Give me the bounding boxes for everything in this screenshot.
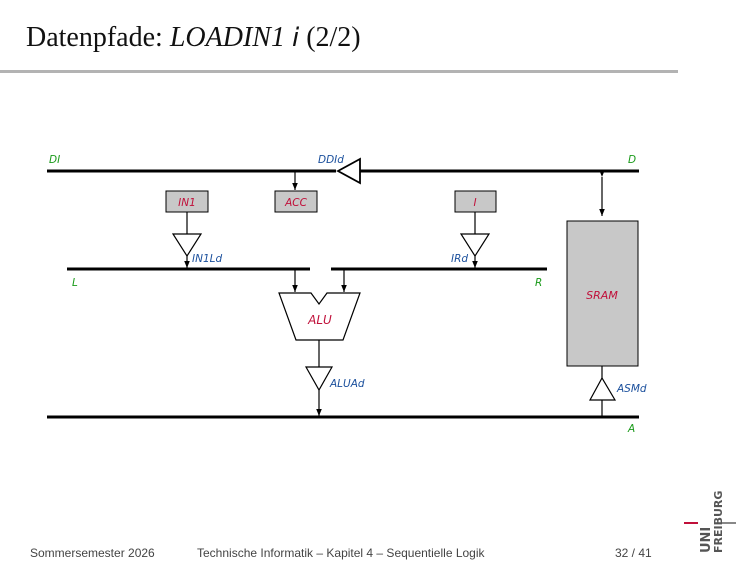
title-italic: LOADIN1 <box>169 22 285 53</box>
bus-label-d: D <box>628 154 636 166</box>
logo-line2: FREIBURG <box>712 491 725 553</box>
unit-label-sram: SRAM <box>586 289 618 302</box>
title-suffix: (2/2) <box>299 22 361 53</box>
register-acc <box>274 190 318 213</box>
driver-aluad <box>304 366 334 392</box>
university-logo: UNI FREIBURG <box>684 491 736 553</box>
title-divider <box>0 70 678 73</box>
register-label-in1: IN1 <box>178 197 196 209</box>
footer-semester: Sommersemester 2026 <box>30 546 155 560</box>
driver-asmd <box>588 376 617 401</box>
unit-label-alu: ALU <box>307 313 332 327</box>
register-label-i: I <box>473 197 476 209</box>
driver-ddid <box>336 157 361 185</box>
bus-label-di: DI <box>49 154 60 166</box>
control-label-aluad: ALUAd <box>329 378 365 390</box>
driver-in1ld <box>171 233 203 258</box>
driver-ird <box>459 233 491 258</box>
sram-block <box>566 220 639 367</box>
slide-title: Datenpfade: LOADIN1 i (2/2) <box>26 22 361 54</box>
control-label-in1ld: IN1Ld <box>192 253 222 265</box>
bus-label-a: A <box>627 423 635 435</box>
control-label-asmd: ASMd <box>616 383 647 395</box>
control-label-ird: IRd <box>451 253 468 265</box>
footer-page-number: 32 / 41 <box>615 546 652 560</box>
footer-course: Technische Informatik – Kapitel 4 – Sequ… <box>197 546 485 560</box>
alu-shape <box>278 292 361 341</box>
bus-label-r: R <box>535 277 542 289</box>
logo-line1: UNI <box>699 527 714 553</box>
title-sans-italic: i <box>291 23 300 53</box>
title-main: Datenpfade: <box>26 22 170 53</box>
register-label-acc: ACC <box>284 197 308 209</box>
bus-label-l: L <box>72 277 78 289</box>
control-label-ddid: DDId <box>318 154 344 166</box>
